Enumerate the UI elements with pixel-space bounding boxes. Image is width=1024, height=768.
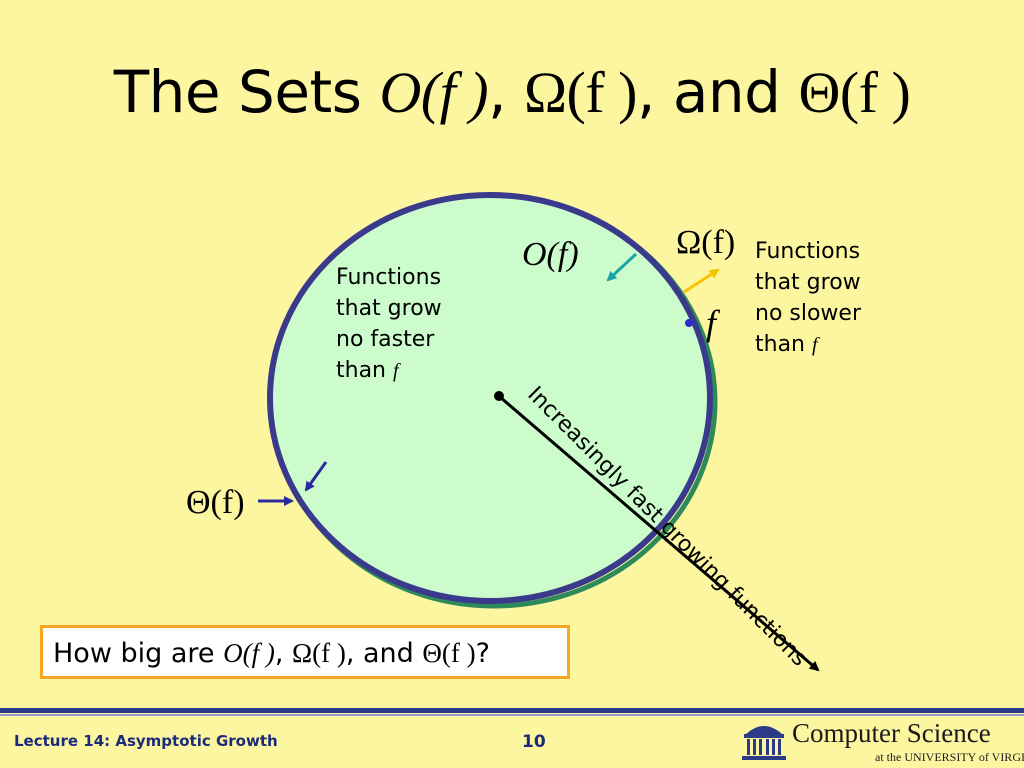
question-box: How big are O(f ), Ω(f ), and Θ(f )? bbox=[40, 625, 570, 679]
title-sep2: , and bbox=[637, 58, 799, 126]
question-sep2: , and bbox=[345, 638, 423, 669]
f-label: f bbox=[706, 303, 717, 343]
title-sep1: , bbox=[488, 58, 524, 126]
question-theta-f: Θ(f ) bbox=[422, 638, 476, 668]
outer-description: Functions that grow no slower than f bbox=[755, 236, 861, 361]
inner-line-2: that grow bbox=[336, 296, 442, 321]
question-o-f: O(f ) bbox=[223, 638, 275, 668]
omega-arrow bbox=[683, 268, 720, 294]
logo-title: Computer Science bbox=[792, 718, 991, 748]
outer-line-2: that grow bbox=[755, 270, 861, 295]
f-point bbox=[685, 319, 693, 327]
o-arrow bbox=[606, 252, 638, 282]
inner-description: Functions that grow no faster than f bbox=[336, 262, 442, 387]
footer-lecture-title: Lecture 14: Asymptotic Growth bbox=[14, 732, 278, 750]
o-f-label: O(f) bbox=[522, 236, 579, 273]
question-sep1: , bbox=[274, 638, 293, 669]
footer-rule bbox=[0, 708, 1024, 713]
question-prefix: How big are bbox=[53, 638, 224, 669]
theta-f-label: Θ(f) bbox=[186, 484, 245, 521]
title-o-f: O(f ) bbox=[379, 60, 489, 125]
growth-arrow bbox=[499, 395, 820, 672]
omega-f-label: Ω(f) bbox=[676, 224, 736, 261]
title-omega-f: Ω(f ) bbox=[523, 60, 638, 125]
title-theta-f: Θ(f ) bbox=[798, 60, 911, 125]
question-omega-f: Ω(f ) bbox=[292, 638, 346, 668]
question-suffix: ? bbox=[475, 638, 490, 669]
inner-line-3: no faster bbox=[336, 327, 435, 352]
page-number: 10 bbox=[522, 732, 546, 752]
rotunda-icon bbox=[742, 726, 786, 760]
outer-line-3: no slower bbox=[755, 301, 862, 326]
o-f-set-circle bbox=[267, 192, 713, 604]
title-prefix: The Sets bbox=[113, 58, 380, 126]
inner-line-1: Functions bbox=[336, 265, 442, 290]
logo-subtitle: at the UNIVERSITY of VIRGINIA bbox=[875, 750, 1024, 764]
slide-title: The Sets O(f ), Ω(f ), and Θ(f ) bbox=[0, 58, 1024, 126]
outer-line-4: than f bbox=[755, 332, 818, 357]
outer-line-1: Functions bbox=[755, 239, 861, 264]
inner-line-4: than f bbox=[336, 358, 399, 383]
footer-rule-thin bbox=[0, 714, 1024, 716]
boundary-arrow bbox=[304, 461, 328, 492]
